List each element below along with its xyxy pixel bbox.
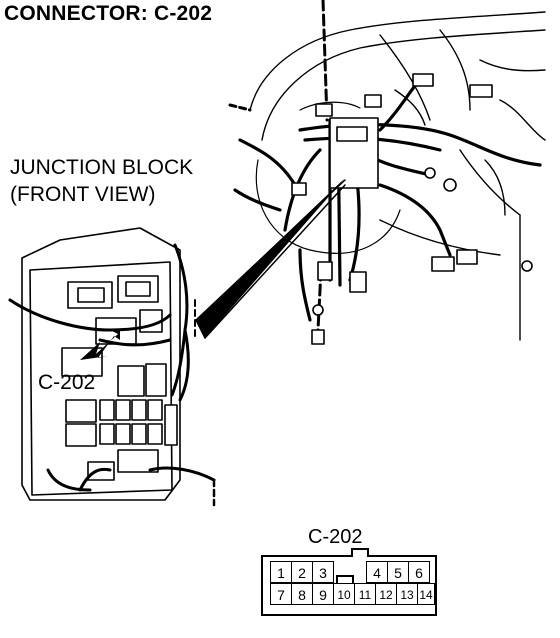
junction-block [21,227,181,501]
junction-block-wiring [8,243,216,492]
pin-12: 12 [375,583,397,605]
c202-callout-arrow [80,330,120,360]
dashboard-outline [249,11,546,341]
pin-9: 9 [312,583,334,605]
pin-14: 14 [417,583,435,605]
pin-4: 4 [366,561,388,583]
pointer-fill [196,178,345,338]
pin-13: 13 [396,583,418,605]
connector-outline [261,548,437,616]
junction-block-label-line1: JUNCTION BLOCK [10,156,194,179]
pin-3: 3 [312,561,334,583]
pin-8: 8 [291,583,313,605]
pin-2: 2 [291,561,313,583]
pin-1: 1 [270,561,292,583]
c202-callout-label: C-202 [38,371,96,394]
pin-10: 10 [333,583,355,605]
connector-pin-grid: 1 2 3 4 5 6 7 8 9 10 11 12 13 14 [270,561,435,609]
page-title: CONNECTOR: C-202 [4,2,213,25]
pin-11: 11 [354,583,376,605]
harness-upper [233,78,542,322]
pin-6: 6 [408,561,430,583]
harness-connectors [291,73,533,345]
junction-block-label-line2: (FRONT VIEW) [10,183,156,206]
junction-block-label: JUNCTION BLOCK (FRONT VIEW) [10,154,193,208]
pin-5: 5 [387,561,409,583]
connector-title: C-202 [308,526,363,548]
pin-7: 7 [270,583,292,605]
